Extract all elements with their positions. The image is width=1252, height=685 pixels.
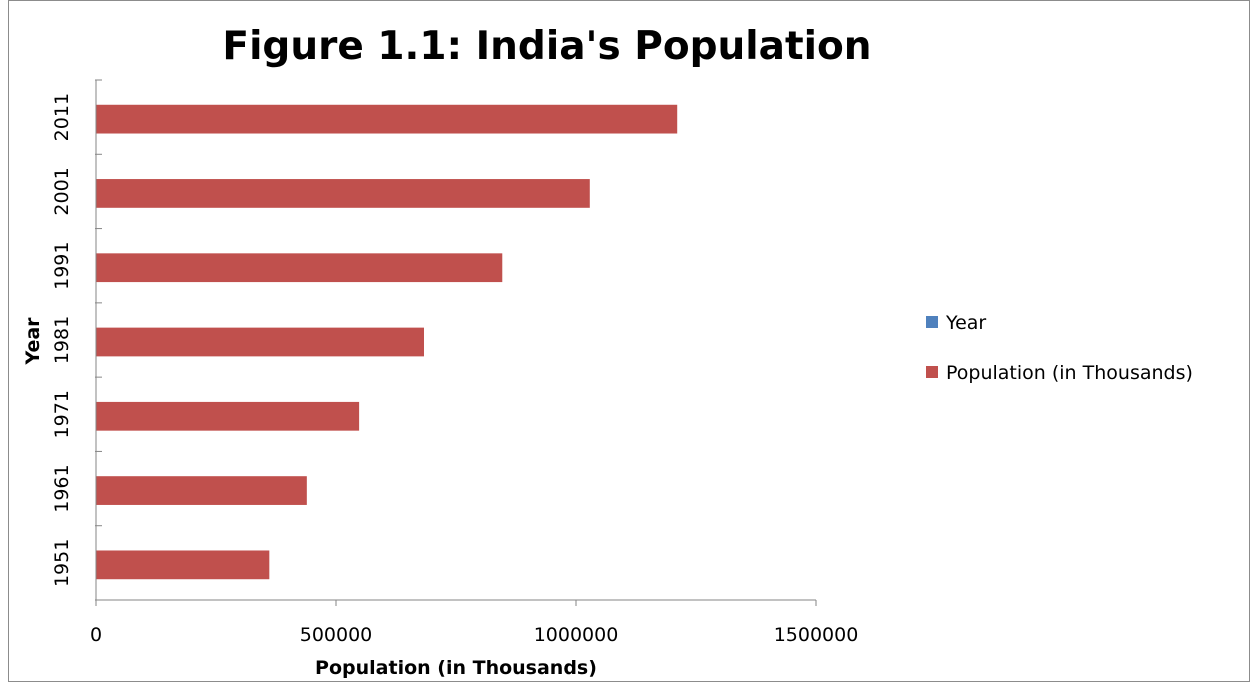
bar-population-1991: [96, 253, 503, 283]
y-tick-label: 1971: [51, 390, 73, 438]
y-tick-label: 1981: [51, 316, 73, 364]
y-tick-label: 1951: [51, 539, 73, 587]
bar-population-1961: [96, 476, 307, 505]
y-tick-label: 1991: [51, 242, 73, 290]
bar-population-1981: [96, 327, 424, 357]
y-tick-label: 1961: [51, 464, 73, 512]
plot-area: [96, 104, 678, 580]
x-tick-label: 1000000: [534, 624, 619, 646]
legend-label-1: Population (in Thousands): [946, 362, 1193, 384]
x-axis-title: Population (in Thousands): [315, 657, 597, 679]
x-axis: 0 500000 1000000 1500000: [90, 599, 859, 646]
x-tick-label: 0: [90, 624, 102, 646]
x-tick-label: 500000: [300, 624, 373, 646]
legend-swatch-0: [926, 316, 938, 328]
bar-population-2001: [96, 179, 590, 208]
x-tick-label: 1500000: [774, 624, 859, 646]
legend-swatch-1: [926, 366, 938, 378]
chart-title: Figure 1.1: India's Population: [222, 24, 871, 69]
bar-population-1971: [96, 401, 360, 431]
y-tick-label: 2001: [51, 167, 73, 215]
y-tick-label: 2011: [51, 93, 73, 141]
y-axis-title: Year: [22, 317, 44, 366]
y-axis: 1951 1961 1971 1981 1991 2001 2011: [51, 79, 102, 606]
legend-label-0: Year: [945, 312, 986, 334]
bar-population-2011: [96, 104, 678, 134]
bar-population-1951: [96, 550, 270, 580]
